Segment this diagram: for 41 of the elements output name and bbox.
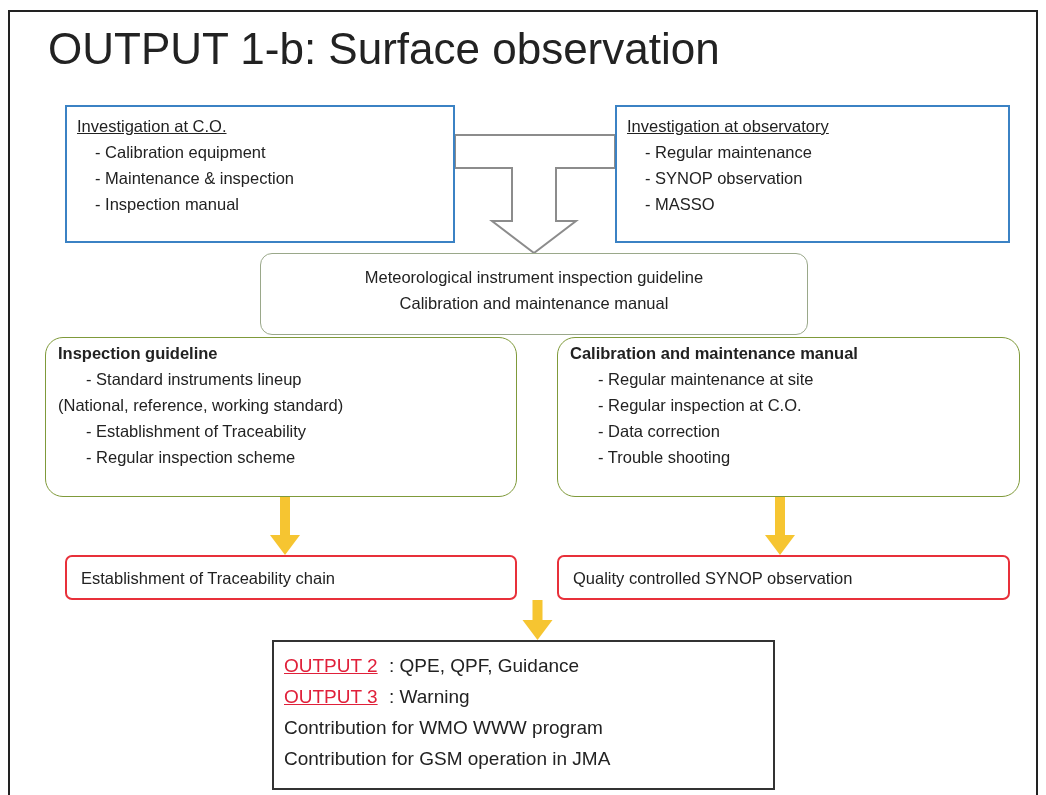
list-item: - MASSO	[644, 194, 716, 215]
slide-title: OUTPUT 1-b: Surface observation	[48, 24, 720, 74]
list-item: - SYNOP observation	[644, 168, 804, 189]
content-box	[557, 337, 1020, 497]
list-item: - Standard instruments lineup	[85, 369, 303, 390]
box-heading: Investigation at C.O.	[77, 116, 228, 137]
document-box	[260, 253, 808, 335]
box-text: Quality controlled SYNOP observation	[573, 568, 854, 589]
list-item: - Regular inspection at C.O.	[597, 395, 803, 416]
list-item: - Regular inspection scheme	[85, 447, 297, 468]
arrow	[765, 497, 795, 555]
list-item: - Regular maintenance at site	[597, 369, 815, 390]
output-text: : Warning	[389, 685, 470, 709]
result-box	[65, 555, 517, 600]
box-heading: Calibration and maintenance manual	[570, 343, 859, 364]
list-item: (National, reference, working standard)	[58, 395, 345, 416]
arrow	[270, 497, 300, 555]
content-box	[45, 337, 517, 497]
investigation-box	[615, 105, 1010, 243]
list-item: - Inspection manual	[94, 194, 240, 215]
output-text: Contribution for WMO WWW program	[284, 716, 603, 740]
list-item: - Establishment of Traceability	[85, 421, 308, 442]
output-tag: OUTPUT 2	[284, 650, 389, 681]
list-item: - Regular maintenance	[644, 142, 813, 163]
output-text: Contribution for GSM operation in JMA	[284, 747, 611, 771]
list-item: - Maintenance & inspection	[94, 168, 296, 189]
box-text: Meteorological instrument inspection guideline	[363, 267, 705, 288]
box-text: Establishment of Traceability chain	[81, 568, 337, 589]
output-box	[272, 640, 775, 790]
box-heading: Inspection guideline	[58, 343, 219, 364]
output-text: : QPE, QPF, Guidance	[389, 654, 580, 678]
list-item: - Calibration equipment	[94, 142, 267, 163]
output-tag: OUTPUT 3	[284, 681, 389, 712]
list-item: - Trouble shooting	[597, 447, 732, 468]
list-item: - Data correction	[597, 421, 721, 442]
box-heading: Investigation at observatory	[627, 116, 830, 137]
box-text: Calibration and maintenance manual	[398, 293, 670, 314]
result-box	[557, 555, 1010, 600]
block-arrow	[454, 134, 616, 255]
investigation-box	[65, 105, 455, 243]
arrow	[522, 600, 553, 640]
